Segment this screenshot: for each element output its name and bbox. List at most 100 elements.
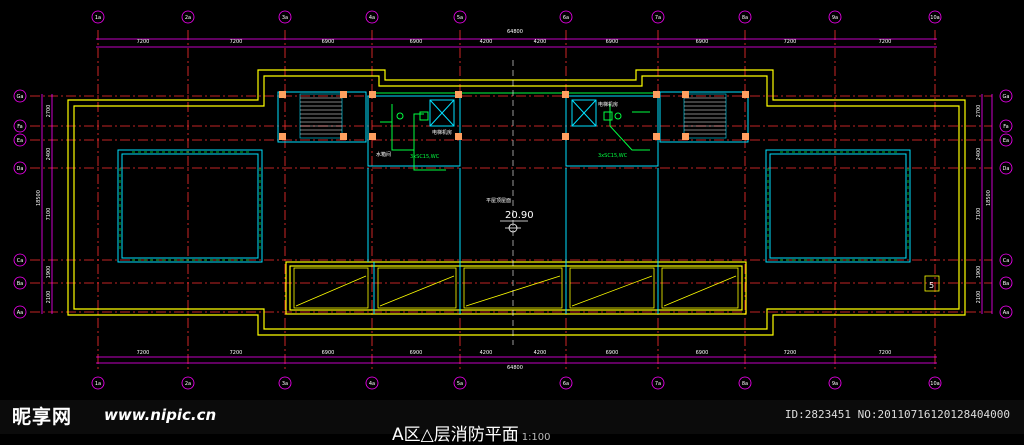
grid-bubble-top-0-circle [91, 10, 105, 24]
dim-right-3: 1900 [976, 266, 982, 279]
dim-right-2: 7100 [976, 208, 982, 221]
grid-bubble-left-5-circle [13, 276, 27, 290]
roof-vents [293, 267, 739, 309]
dim-right-4: 2100 [976, 291, 982, 304]
grid-bubble-bottom-2-circle [278, 376, 292, 390]
dim-bottom-0: 7200 [137, 350, 150, 356]
drawing-title-text: A区△层消防平面 [392, 425, 519, 445]
grid-bubble-bottom-6: 7a [655, 381, 661, 387]
grid-bubble-left-2-circle [13, 133, 27, 147]
grid-bubble-top-9-circle [928, 10, 942, 24]
grid-bubble-left-5: Ba [17, 281, 24, 287]
grid-bubble-top-1: 2a [185, 15, 191, 21]
grid-bubble-top-8: 9a [832, 15, 838, 21]
column-markers [279, 91, 749, 140]
grid-bubble-bottom-2: 3a [282, 381, 288, 387]
dim-bottom-1: 7200 [230, 350, 243, 356]
grid-bubble-right-5: Ba [1003, 281, 1010, 287]
grid-bubble-bottom-4-circle [453, 376, 467, 390]
grid-bubble-bottom-0: 1a [95, 381, 101, 387]
grid-bubble-right-2-circle [999, 133, 1013, 147]
grid-bubble-left-3-circle [13, 161, 27, 175]
grid-bubble-bottom-7: 8a [742, 381, 748, 387]
dim-bottom-6: 6900 [606, 350, 619, 356]
grid-bubble-bottom-8: 9a [832, 381, 838, 387]
grid-bubble-right-0: Ga [1003, 94, 1010, 100]
grid-bubble-bottom-5-circle [559, 376, 573, 390]
interior-walls [117, 91, 911, 314]
grid-bubble-top-1-circle [181, 10, 195, 24]
grid-bubble-bottom-5: 6a [563, 381, 569, 387]
dim-left-0: 2700 [46, 105, 52, 118]
stairs [299, 93, 727, 139]
dim-bottom-5: 4200 [534, 350, 547, 356]
grid-bubble-bottom-4: 5a [457, 381, 463, 387]
dim-top-1: 7200 [230, 39, 243, 45]
grid-bubble-top-4-circle [453, 10, 467, 24]
dim-top-6: 6900 [606, 39, 619, 45]
grid-bubble-right-1-circle [999, 119, 1013, 133]
grid-bubble-left-6-circle [13, 305, 27, 319]
sheet-number-box [924, 275, 940, 292]
grid-bubble-left-0: Ga [17, 94, 24, 100]
grid-bubble-top-8-circle [828, 10, 842, 24]
grid-bubble-top-3-circle [365, 10, 379, 24]
floor-plan-drawing: 水箱间 电梯机房 电梯机房 平屋顶屋面 20.90 3xSC15,WC 3xSC… [13, 10, 1013, 390]
overall-dimension-left: 18500 [36, 190, 42, 206]
grid-bubble-left-1-circle [13, 119, 27, 133]
roof-area-label: 平屋顶屋面 [486, 198, 511, 204]
dim-top-2: 6900 [322, 39, 335, 45]
dim-bottom-8: 7200 [784, 350, 797, 356]
water-tank-room-label: 水箱间 [376, 151, 391, 158]
grid-bubble-top-4: 5a [457, 15, 463, 21]
grid-bubble-top-7-circle [738, 10, 752, 24]
elevation-marker [500, 220, 528, 233]
grid-bubble-left-1: Fa [17, 124, 22, 130]
sheet-number: 5 [929, 281, 934, 290]
grid-bubble-top-3: 4a [369, 15, 375, 21]
elevator-machine-room-right-label: 电梯机房 [598, 101, 618, 108]
dimension-lines [41, 38, 993, 364]
overall-dimension-right: 18500 [986, 190, 992, 206]
dim-top-9: 7200 [879, 39, 892, 45]
grid-bubble-right-5-circle [999, 276, 1013, 290]
grid-bubble-left-0-circle [13, 89, 27, 103]
elevator-machine-room-left-label: 电梯机房 [432, 129, 452, 136]
grid-bubble-bottom-7-circle [738, 376, 752, 390]
grid-bubble-bottom-1: 2a [185, 381, 191, 387]
overall-dimension-bottom: 64800 [507, 365, 523, 371]
grid-bubble-left-3: Da [17, 166, 24, 172]
dim-left-2: 7100 [46, 208, 52, 221]
grid-bubble-right-3: Da [1003, 166, 1010, 172]
grid-bubble-right-0-circle [999, 89, 1013, 103]
dim-bottom-4: 4200 [480, 350, 493, 356]
grid-bubble-right-1: Fa [1003, 124, 1008, 130]
dim-top-8: 7200 [784, 39, 797, 45]
grid-bubble-bottom-9: 10a [930, 381, 939, 387]
dim-left-4: 2100 [46, 291, 52, 304]
grid-axes [30, 30, 992, 372]
grid-bubble-top-5: 6a [563, 15, 569, 21]
grid-bubble-top-6: 7a [655, 15, 661, 21]
shaft-hatching [119, 151, 909, 261]
outer-walls [67, 69, 966, 336]
grid-bubble-bottom-8-circle [828, 376, 842, 390]
dim-bottom-7: 6900 [696, 350, 709, 356]
grid-bubble-top-2: 3a [282, 15, 288, 21]
dim-left-1: 2400 [46, 148, 52, 161]
grid-bubble-top-7: 8a [742, 15, 748, 21]
grid-bubble-right-6-circle [999, 305, 1013, 319]
watermark-url: www.nipic.cn [104, 406, 217, 424]
dim-right-0: 2700 [976, 105, 982, 118]
grid-bubble-right-2: Ea [1003, 138, 1009, 144]
dim-bottom-9: 7200 [879, 350, 892, 356]
fire-alarm-wiring [372, 92, 658, 171]
